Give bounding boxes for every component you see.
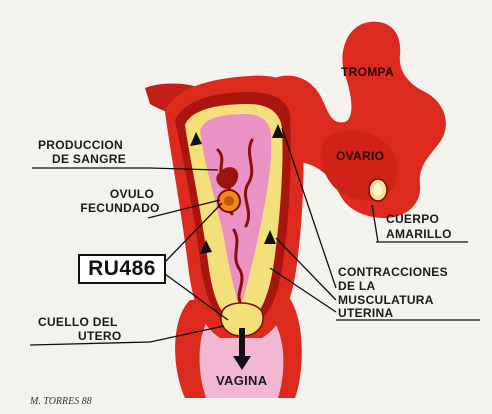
label-cuerpo-line2: AMARILLO — [386, 227, 452, 241]
label-produccion-line1: PRODUCCION — [38, 138, 124, 152]
fertilized-ovum — [217, 189, 241, 213]
contraction-arrows — [190, 124, 284, 254]
label-contracciones-line4: UTERINA — [338, 306, 394, 320]
cervix — [220, 302, 264, 337]
label-cuerpo-line1: CUERPO — [386, 212, 440, 226]
blood-clot — [216, 167, 239, 189]
label-trompa: TROMPA — [341, 65, 394, 79]
ru486-badge: RU486 — [78, 254, 166, 284]
label-ovulo-line2: FECUNDADO — [80, 201, 160, 215]
label-ovulo-line1: OVULO — [109, 187, 155, 201]
label-cuello-line1: CUELLO DEL — [38, 315, 118, 329]
expulsion-arrow — [233, 328, 251, 370]
label-cuello-line2: UTERO — [78, 329, 122, 343]
label-contracciones-line2: DE LA — [338, 279, 376, 293]
label-contracciones-line3: MUSCULATURA — [338, 293, 434, 307]
artist-signature: M. TORRES 88 — [30, 396, 92, 407]
label-vagina: VAGINA — [216, 373, 268, 388]
corpus-luteum — [368, 178, 388, 202]
fallopian-tube — [270, 21, 446, 219]
label-produccion-line2: DE SANGRE — [52, 152, 127, 166]
label-contracciones-line1: CONTRACCIONES — [338, 265, 448, 279]
label-ovario: OVARIO — [336, 149, 385, 163]
leader-lines — [29, 127, 480, 346]
